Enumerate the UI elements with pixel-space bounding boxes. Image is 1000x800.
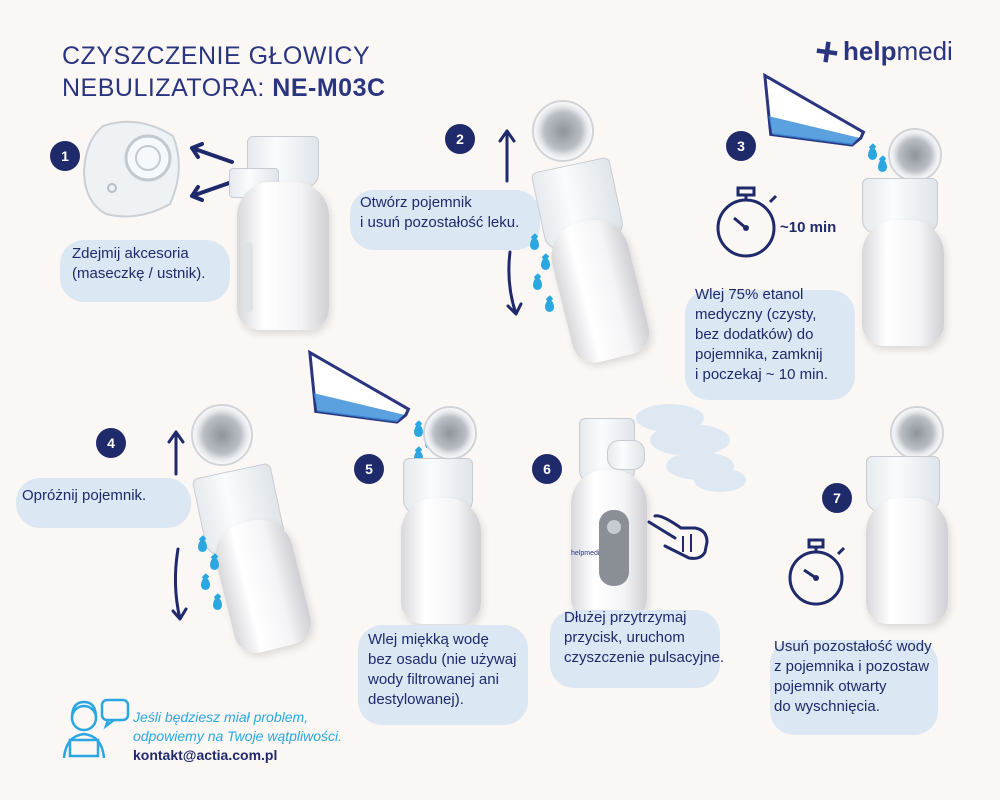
water-drop-icon <box>198 540 207 552</box>
flask-icon <box>308 349 411 424</box>
step-4-line-1: Opróżnij pojemnik. <box>22 487 147 504</box>
step-1-blob <box>60 240 230 302</box>
support-agent-icon <box>62 698 130 759</box>
step-3-line-5: i poczekaj ~ 10 min. <box>695 366 828 383</box>
step-3-blob <box>685 290 855 400</box>
step-6-line-3: czyszczenie pulsacyjne. <box>564 649 725 666</box>
mist-cloud <box>636 404 746 492</box>
step-7-line-2: z pojemnika i pozostaw <box>774 658 930 675</box>
step-7-line-3: pojemnik otwarty <box>774 678 887 695</box>
step-5-line-1: Wlej miękką wodę <box>368 631 489 648</box>
step-6-text: Dłużej przytrzymaj przycisk, uruchom czy… <box>564 608 724 668</box>
step-5-text: Wlej miękką wodę bez osadu (nie używaj w… <box>368 630 516 710</box>
step-7-badge: 7 <box>822 483 852 513</box>
step-2-badge: 2 <box>445 124 475 154</box>
step-2-blob <box>350 190 540 250</box>
step-4-blob <box>16 478 191 528</box>
finger-press-icon <box>647 514 709 560</box>
arrow-up-icon <box>498 129 516 183</box>
nebulizer-device-7 <box>862 398 952 628</box>
model-name: NE-M03C <box>272 74 386 102</box>
stopwatch-icon <box>788 538 846 606</box>
water-drop-icon <box>213 598 222 610</box>
arrow-down-icon <box>171 547 188 621</box>
title-line-2-light: NEBULIZATORA: <box>62 74 273 102</box>
step-3-line-4: pojemnika, zamknij <box>695 346 823 363</box>
step-1-badge: 1 <box>50 141 80 171</box>
timer-label: ~10 min <box>780 219 837 236</box>
nebulizer-device-5 <box>395 398 485 628</box>
step-1-text: Zdejmij akcesoria (maseczkę / ustnik). <box>72 244 205 284</box>
step-1-line-1: Zdejmij akcesoria <box>72 245 189 262</box>
step-6-badge: 6 <box>532 454 562 484</box>
water-drop-icon <box>878 160 887 172</box>
nebulizer-device-1 <box>225 132 335 332</box>
plus-cross-icon <box>815 39 839 64</box>
stopwatch-icon <box>716 186 778 258</box>
step-6-line-1: Dłużej przytrzymaj <box>564 609 687 626</box>
brand-name-strong: help <box>843 36 897 66</box>
contact-line-1: Jeśli będziesz miał problem, <box>133 709 309 725</box>
arrow-left-icon <box>190 142 234 202</box>
nebulizer-device-6: helpmedi <box>565 410 660 620</box>
arrow-down-icon <box>506 250 523 316</box>
step-7-blob <box>770 640 938 735</box>
water-drop-icon <box>868 148 877 160</box>
step-3-text: Wlej 75% etanol medyczny (czysty, bez do… <box>695 285 828 385</box>
brand-logo: helpmedi <box>815 36 953 67</box>
step-6-line-2: przycisk, uruchom <box>564 629 685 646</box>
device-label: helpmedi <box>571 550 600 557</box>
water-drop-icon <box>533 278 542 290</box>
step-3-line-1: Wlej 75% etanol <box>695 286 804 303</box>
nebulizer-device-2 <box>520 100 654 368</box>
step-7-line-4: do wyschnięcia. <box>774 698 880 715</box>
step-5-line-4: destylowanej). <box>368 691 464 708</box>
step-4-text: Opróżnij pojemnik. <box>22 486 146 506</box>
water-drop-icon <box>201 578 210 590</box>
step-5-line-2: bez osadu (nie używaj <box>368 651 517 668</box>
water-drop-icon <box>210 558 219 570</box>
step-7-text: Usuń pozostałość wody z pojemnika i pozo… <box>774 637 932 717</box>
brand-name-light: medi <box>896 36 953 66</box>
step-7-line-1: Usuń pozostałość wody <box>774 638 932 655</box>
step-5-badge: 5 <box>354 454 384 484</box>
arrow-up-icon <box>167 430 185 476</box>
title-line-1: CZYSZCZENIE GŁOWICY <box>62 42 371 70</box>
step-5-line-3: wody filtrowanej ani <box>368 671 499 688</box>
step-1-line-2: (maseczkę / ustnik). <box>72 265 206 282</box>
flask-icon <box>763 72 866 147</box>
chat-bubble-icon <box>100 698 130 730</box>
contact-email-link[interactable]: kontakt@actia.com.pl <box>133 747 278 763</box>
step-4-badge: 4 <box>96 428 126 458</box>
nebulizer-device-3 <box>860 120 950 350</box>
step-3-line-2: medyczny (czysty, <box>695 306 817 323</box>
water-drop-icon <box>541 258 550 270</box>
nebulizer-device-4 <box>185 400 316 658</box>
step-2-line-1: Otwórz pojemnik <box>360 194 472 211</box>
contact-info: Jeśli będziesz miał problem, odpowiemy n… <box>133 708 342 765</box>
step-3-line-3: bez dodatków) do <box>695 326 814 343</box>
step-6-blob <box>550 610 720 688</box>
page-title: CZYSZCZENIE GŁOWICY NEBULIZATORA: NE-M03… <box>62 40 386 104</box>
water-drop-icon <box>414 425 423 437</box>
water-drop-icon <box>530 238 539 250</box>
step-2-text: Otwórz pojemnik i usuń pozostałość leku. <box>360 193 519 233</box>
contact-line-2: odpowiemy na Twoje wątpliwości. <box>133 728 343 744</box>
water-drop-icon <box>414 451 423 463</box>
step-5-blob <box>358 625 528 725</box>
water-drop-icon <box>545 300 554 312</box>
step-2-line-2: i usuń pozostałość leku. <box>360 214 520 231</box>
mask-accessory <box>82 120 180 218</box>
step-3-badge: 3 <box>726 131 756 161</box>
